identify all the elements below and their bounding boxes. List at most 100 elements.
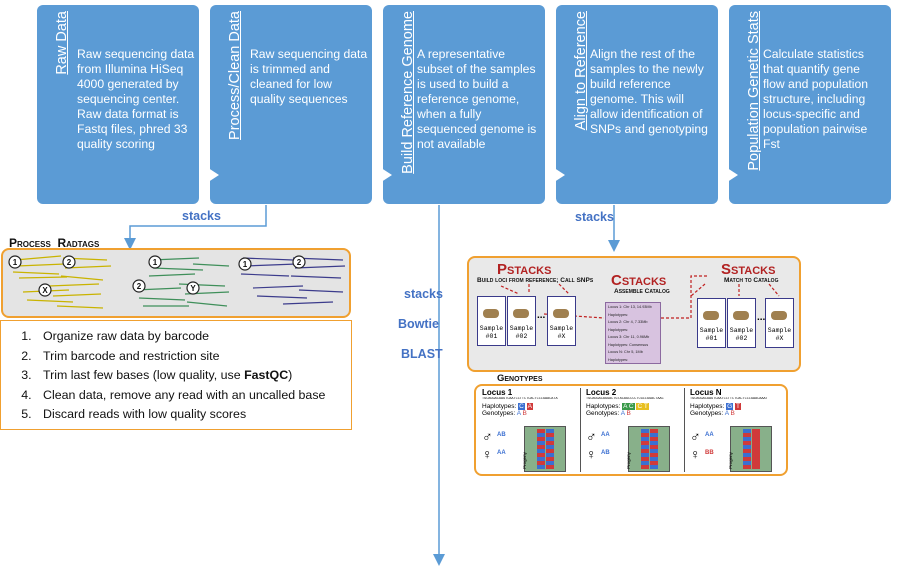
locus-name: Locus 1	[482, 388, 513, 397]
stage-build-reference-genome: Build Reference Genome A representative …	[383, 5, 545, 204]
locus-column: Locus 2 TGCAGGACAGGACTGTACAGCCCCTCGCCGGA…	[586, 388, 682, 472]
catalog-box: Locus 1: Chr 13, 14.93Mb Haplotypes: Loc…	[605, 302, 661, 364]
female-symbol-icon: ♀	[586, 446, 597, 462]
ellipsis: ...	[757, 312, 766, 323]
mouse-icon	[553, 309, 569, 318]
chevron-arrow-icon	[372, 162, 392, 188]
female-genotype: BB	[705, 450, 714, 456]
stacks-pipeline-panel: Pstacks Build loci from reference; Call …	[467, 256, 801, 372]
stage-population-genetic-stats: Population Genetic Stats Calculate stati…	[729, 5, 891, 204]
haplotype-chip: G	[726, 403, 734, 410]
stage-description: Raw sequencing data from Illumina HiSeq …	[77, 47, 195, 151]
progeny-grid	[524, 426, 566, 472]
read-marker: 2	[67, 258, 72, 267]
stage-description: Raw sequencing data is trimmed and clean…	[250, 47, 368, 106]
stage-align-to-reference: Align to Reference Align the rest of the…	[556, 5, 718, 204]
genotypes-title: Genotypes	[497, 373, 543, 384]
sample-card: Sample #X	[547, 296, 576, 346]
locus-column: Locus 1 TGCAGGACAAGTCAATCCTTCTCACTCCCGAA…	[482, 388, 578, 472]
haplotypes-label: Haplotypes:	[482, 403, 517, 410]
catalog-row: Haplotypes: Consensus	[608, 342, 649, 347]
read-marker: 2	[297, 258, 302, 267]
catalog-row: Haplotypes:	[608, 312, 629, 317]
mouse-icon	[771, 311, 787, 320]
read-marker: 1	[153, 258, 158, 267]
sample-label: Sample #01	[479, 325, 504, 340]
stage-raw-data: Raw Data Raw sequencing data from Illumi…	[37, 5, 199, 204]
pstacks-subtitle: Build loci from reference; Call SNPs	[477, 277, 594, 284]
progeny-grid	[730, 426, 772, 472]
genotype-code: B	[730, 410, 735, 417]
sample-label: Sample #X	[549, 325, 574, 340]
locus-sequence: TGCAGGACAGGACTGTACAGCCCCTCGCCGGACTAAC	[586, 397, 664, 401]
align-tool-label: stacks	[575, 210, 614, 224]
locus-name: Locus N	[690, 388, 722, 397]
list-item: Organize raw data by barcode	[35, 327, 351, 347]
mouse-icon	[483, 309, 499, 318]
genotype-code: A	[620, 410, 625, 417]
sample-label: Sample #02	[729, 327, 754, 342]
sequence-reads-illustration: 1 2 X 1 2 Y 1 2	[8, 255, 346, 309]
sample-label: Sample #02	[509, 325, 534, 340]
genotypes-label: Genotypes:	[690, 410, 724, 417]
mouse-icon	[703, 311, 719, 320]
list-item: Trim last few bases (low quality, use Fa…	[35, 366, 351, 386]
progeny-label: Progeny	[521, 452, 527, 469]
cstacks-subtitle: Assemble Catalog	[614, 288, 670, 295]
sample-label: Sample #01	[699, 327, 724, 342]
build-tool-blast: BLAST	[401, 347, 443, 361]
stage-description: Align the rest of the samples to the new…	[590, 47, 708, 136]
catalog-row: Locus 2: Chr 4, 7.33Mb	[608, 320, 648, 324]
male-symbol-icon: ♂	[586, 428, 597, 444]
sstacks-title: Sstacks	[721, 261, 776, 278]
genotype-code: B	[626, 410, 631, 417]
genotype-code: A	[516, 410, 521, 417]
ellipsis: ...	[537, 310, 546, 321]
process-radtags-reads-panel: 1 2 X 1 2 Y 1 2	[1, 248, 351, 318]
read-marker: 1	[243, 260, 248, 269]
process-tool-label: stacks	[182, 209, 221, 223]
sample-card: Sample #02	[727, 298, 756, 348]
male-symbol-icon: ♂	[482, 428, 493, 444]
list-item: Trim barcode and restriction site	[35, 347, 351, 367]
build-tool-bowtie: Bowtie	[398, 317, 439, 331]
male-genotype: AA	[705, 432, 714, 438]
locus-sequence: TGCAGGACAAGTCAATCCTTCTCACTCCCGAACAAAT	[690, 397, 768, 401]
read-marker: 2	[137, 282, 142, 291]
process-radtags-title: Process_Radtags	[9, 236, 100, 250]
mouse-icon	[733, 311, 749, 320]
haplotype-chip: T	[735, 403, 741, 410]
mouse-icon	[513, 309, 529, 318]
sample-label: Sample #X	[767, 327, 792, 342]
sample-card: Sample #01	[697, 298, 726, 348]
sample-card: Sample #01	[477, 296, 506, 346]
haplotypes-label: Haplotypes:	[690, 403, 725, 410]
haplotype-chip: A	[526, 403, 533, 410]
catalog-row: Locus 1: Chr 13, 14.93Mb	[608, 305, 652, 309]
read-marker: 1	[13, 258, 18, 267]
fastqc-label: FastQC	[244, 368, 289, 382]
haplotype-chip: A C	[622, 403, 635, 410]
locus-name: Locus 2	[586, 388, 617, 397]
genotypes-label: Genotypes:	[586, 410, 620, 417]
genotypes-label: Genotypes:	[482, 410, 516, 417]
male-genotype: AB	[497, 432, 506, 438]
haplotype-chip: C	[518, 403, 525, 410]
stage-description: Calculate statistics that quantify gene …	[763, 47, 869, 151]
sample-card: Sample #02	[507, 296, 536, 346]
catalog-row: Haplotypes:	[608, 327, 629, 332]
progeny-grid	[628, 426, 670, 472]
locus-column: Locus N TGCAGGACAAGTCAATCCTTCTCACTCCCGAA…	[690, 388, 782, 472]
list-item: Discard reads with low quality scores	[35, 405, 351, 425]
read-marker: Y	[190, 284, 196, 293]
genotype-code: A	[724, 410, 729, 417]
chevron-arrow-icon	[199, 162, 219, 188]
stage-description: A representative subset of the samples i…	[417, 47, 537, 151]
build-tool-stacks: stacks	[404, 287, 443, 301]
progeny-label: Progeny	[625, 452, 631, 469]
catalog-row: Haplotypes:	[608, 357, 629, 362]
read-marker: X	[42, 286, 48, 295]
genotype-code: B	[522, 410, 527, 417]
haplotype-chip: C T	[636, 403, 649, 410]
genotypes-panel: Locus 1 TGCAGGACAAGTCAATCCTTCTCACTCCCGAA…	[474, 384, 788, 476]
